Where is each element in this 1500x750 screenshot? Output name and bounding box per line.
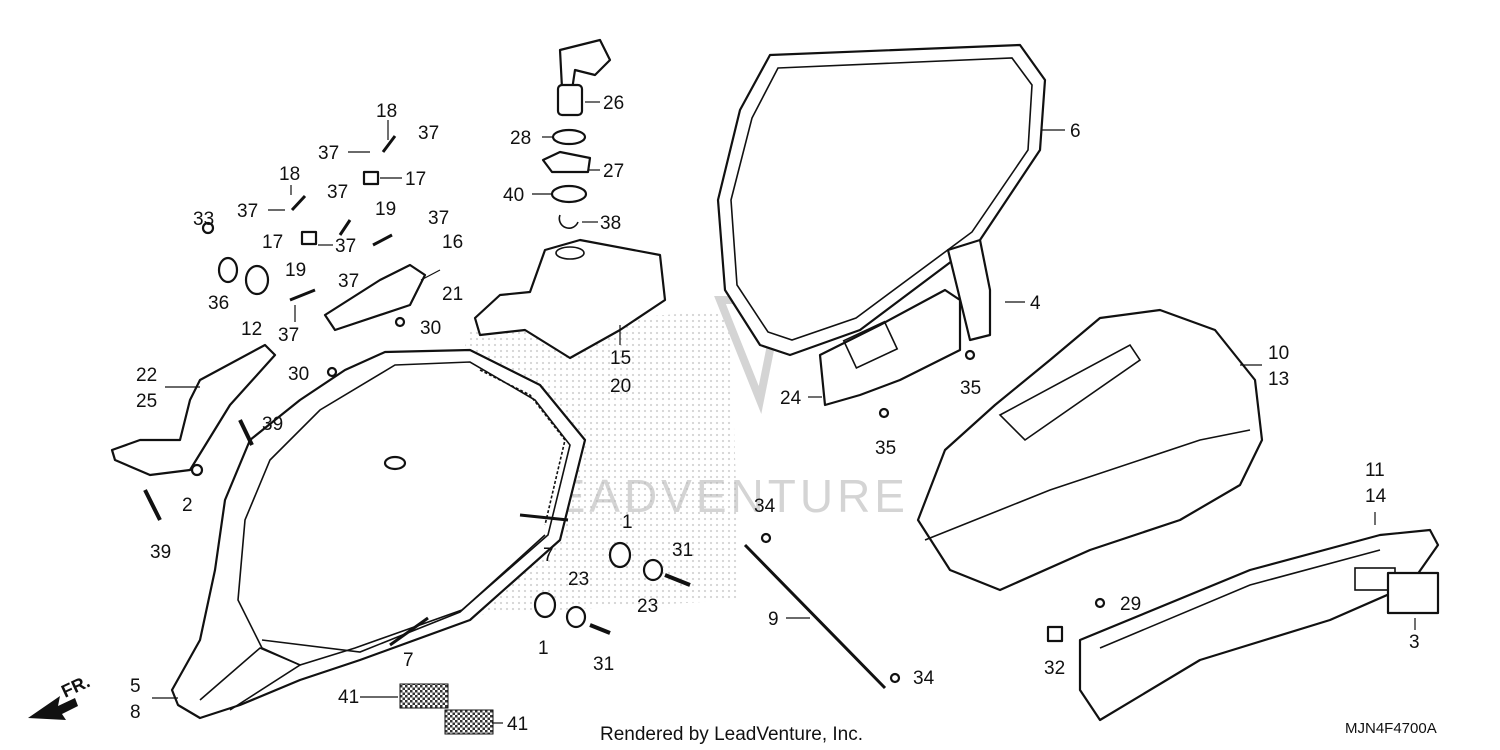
- callout-17: 17: [405, 169, 426, 190]
- hardware: [143, 135, 1106, 684]
- callout-23: 23: [637, 596, 658, 617]
- callout-24: 24: [780, 388, 802, 409]
- callout-30: 30: [420, 318, 441, 339]
- callout-19: 19: [285, 260, 306, 281]
- callout-31: 31: [672, 540, 693, 561]
- callout-1: 1: [538, 638, 549, 659]
- callout-14: 14: [1365, 486, 1387, 507]
- callout-35: 35: [875, 438, 896, 459]
- callout-2: 2: [182, 495, 193, 516]
- gasket-4: [946, 238, 992, 342]
- callout-39: 39: [262, 414, 283, 435]
- callout-37: 37: [237, 201, 258, 222]
- callout-18: 18: [376, 101, 397, 122]
- callout-3: 3: [1409, 632, 1420, 653]
- callout-13: 13: [1268, 369, 1289, 390]
- callout-38: 38: [600, 213, 621, 234]
- side-cover: [1078, 528, 1440, 722]
- lock-assembly: [541, 38, 612, 229]
- hinge-16: [323, 263, 427, 332]
- callout-9: 9: [768, 609, 779, 630]
- callout-10: 10: [1268, 343, 1289, 364]
- bracket-22: [110, 343, 277, 477]
- front-direction-arrow: FR.: [28, 671, 93, 720]
- callout-37: 37: [327, 182, 348, 203]
- callout-21: 21: [442, 284, 463, 305]
- callout-6: 6: [1070, 121, 1081, 142]
- callout-7: 7: [543, 545, 554, 566]
- direction-label: FR.: [58, 671, 93, 701]
- saddlebag-lid: [916, 308, 1264, 592]
- callout-33: 33: [193, 209, 214, 230]
- callout-25: 25: [136, 391, 157, 412]
- callout-34: 34: [754, 496, 776, 517]
- callout-37: 37: [335, 236, 356, 257]
- callouts: 26 28 27 40 38 6 18 37 37 18 17 37 37 19…: [130, 93, 1420, 735]
- callout-37: 37: [428, 208, 449, 229]
- callout-16: 16: [442, 232, 463, 253]
- callout-39: 39: [150, 542, 171, 563]
- callout-23: 23: [568, 569, 589, 590]
- upper-cover: [473, 238, 667, 360]
- callout-37: 37: [338, 271, 359, 292]
- callout-26: 26: [603, 93, 624, 114]
- callout-28: 28: [510, 128, 531, 149]
- callout-27: 27: [603, 161, 624, 182]
- callout-37: 37: [318, 143, 339, 164]
- pad-41b: [444, 709, 494, 735]
- callout-19: 19: [375, 199, 396, 220]
- pad-41a: [399, 683, 449, 709]
- callout-35: 35: [960, 378, 981, 399]
- callout-18: 18: [279, 164, 300, 185]
- callout-1: 1: [622, 512, 633, 533]
- callout-22: 22: [136, 365, 157, 386]
- callout-37: 37: [418, 123, 439, 144]
- leader-lines: [152, 101, 1416, 724]
- saddlebag-base: [170, 348, 587, 720]
- callout-4: 4: [1030, 293, 1041, 314]
- callout-29: 29: [1120, 594, 1141, 615]
- diagram-code: MJN4F4700A: [1345, 720, 1437, 737]
- callout-20: 20: [610, 376, 631, 397]
- footer-credit: Rendered by LeadVenture, Inc.: [600, 724, 863, 745]
- callout-11: 11: [1365, 460, 1385, 481]
- callout-17: 17: [262, 232, 283, 253]
- callout-37: 37: [278, 325, 299, 346]
- callout-15: 15: [610, 348, 631, 369]
- callout-30: 30: [288, 364, 309, 385]
- callout-31: 31: [593, 654, 614, 675]
- callout-40: 40: [503, 185, 524, 206]
- callout-34: 34: [913, 668, 935, 689]
- lid-seal: [716, 43, 1047, 357]
- rod-9: [743, 543, 887, 690]
- inner-tray: [818, 288, 962, 407]
- callout-7: 7: [403, 650, 414, 671]
- callout-32: 32: [1044, 658, 1065, 679]
- callout-12: 12: [241, 319, 262, 340]
- callout-8: 8: [130, 702, 141, 723]
- callout-41: 41: [507, 714, 528, 735]
- callout-5: 5: [130, 676, 141, 697]
- pad-3: [1386, 571, 1440, 615]
- watermark-text: LEADVENTURE: [525, 470, 909, 522]
- callout-36: 36: [208, 293, 229, 314]
- callout-41: 41: [338, 687, 359, 708]
